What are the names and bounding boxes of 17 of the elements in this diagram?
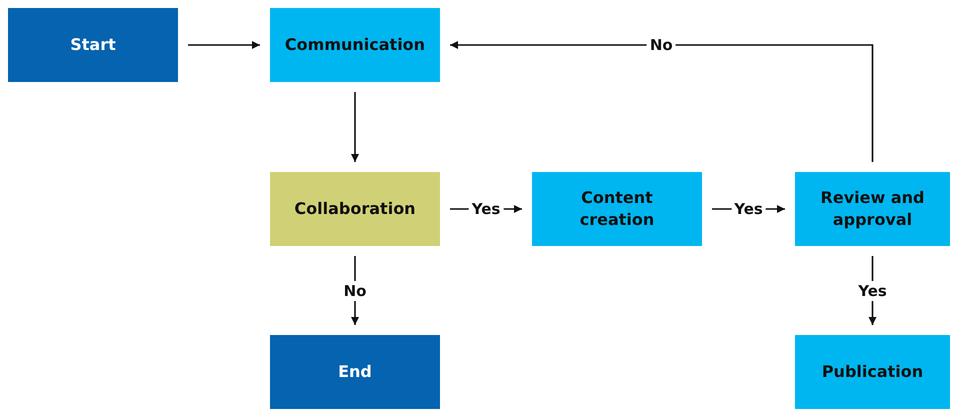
process-box (270, 8, 440, 82)
terminal-box (8, 8, 178, 82)
arrow (188, 41, 260, 49)
node-label: End (338, 362, 372, 381)
process-box (795, 335, 950, 409)
node-label: Publication (822, 362, 924, 381)
arrow (450, 41, 874, 162)
process-box (795, 172, 950, 246)
node-label: Communication (284, 34, 426, 54)
terminal-box (270, 335, 440, 409)
process-box (532, 172, 702, 246)
node-label: Collaboration (294, 198, 416, 218)
node-label: Review and approval (820, 188, 924, 229)
arrow (351, 92, 359, 162)
decision-box (270, 172, 440, 246)
node-label: Start (70, 34, 116, 54)
node-label: Content creation (580, 188, 654, 229)
